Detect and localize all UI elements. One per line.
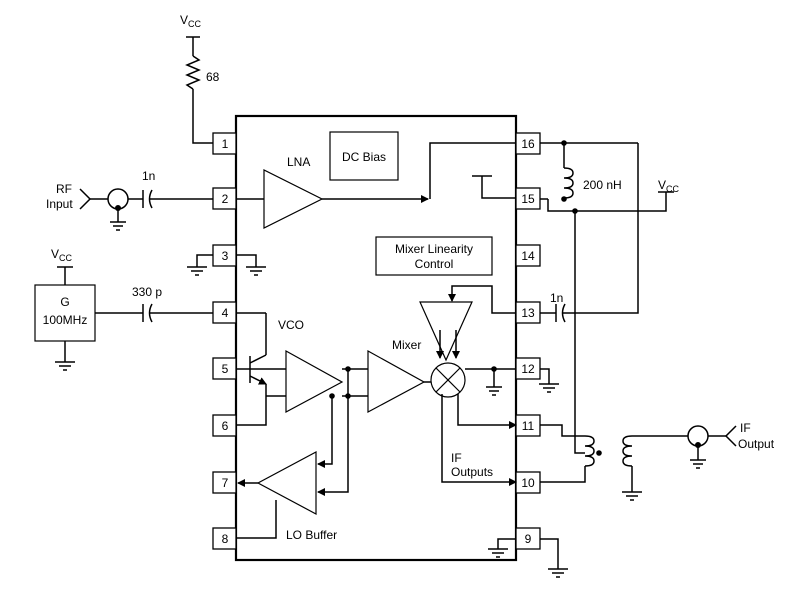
lo-buffer: LO Buffer	[236, 369, 349, 542]
dc-bias-block	[329, 131, 399, 181]
mixer-label: Mixer	[392, 338, 421, 352]
pin-number-5: 5	[222, 362, 229, 376]
signal-generator: VCC G 100MHz 330 p	[34, 247, 213, 371]
if-output-label: IF	[740, 421, 751, 435]
mixer-linearity-label: Mixer Linearity	[395, 242, 473, 256]
vcc-right-label: VCC	[658, 178, 680, 194]
pin-number-9: 9	[525, 532, 532, 546]
rf-input: RF Input 1n	[46, 169, 213, 231]
vcc-top-supply: VCC 68	[180, 13, 220, 144]
if-outputs-label: IF	[451, 451, 462, 465]
vco-label: VCO	[278, 318, 304, 332]
mixer-linearity-block	[375, 236, 493, 276]
inductor-200nh-value: 200 nH	[583, 178, 622, 192]
pin-number-13: 13	[521, 306, 535, 320]
if-outputs-label-2: Outputs	[451, 465, 493, 479]
generator-frequency: 100MHz	[43, 313, 88, 327]
ic-body	[234, 114, 518, 562]
pin-number-1: 1	[222, 137, 229, 151]
vco-transistor: VCO	[236, 312, 304, 426]
rf-input-label-2: Input	[46, 197, 73, 211]
resistor-68	[185, 55, 201, 90]
transformer-primary	[584, 435, 595, 467]
pin-number-2: 2	[222, 192, 229, 206]
pin-number-12: 12	[521, 362, 535, 376]
output-network: 200 nH VCC 1n IF Output	[540, 140, 775, 501]
pin-3-ground	[187, 254, 266, 276]
pin-number-6: 6	[222, 419, 229, 433]
pin-14	[515, 244, 541, 267]
pin-number-8: 8	[222, 532, 229, 546]
pin-number-14: 14	[521, 249, 535, 263]
pin-7	[212, 471, 237, 494]
rf-input-label: RF	[56, 182, 72, 196]
vcc-top-label: VCC	[180, 13, 202, 29]
pin-number-7: 7	[222, 476, 229, 490]
pin-number-10: 10	[521, 476, 535, 490]
mixer-linearity-label-2: Control	[415, 257, 454, 271]
resistor-68-value: 68	[206, 70, 220, 84]
pin-number-4: 4	[222, 306, 229, 320]
transformer-secondary	[622, 435, 633, 467]
mixer-symbol: Mixer	[392, 338, 466, 398]
vcc-gen-label: VCC	[51, 247, 73, 263]
right-pins	[515, 132, 541, 550]
if-output-label-2: Output	[738, 437, 775, 451]
inductor-200nh	[563, 167, 574, 199]
pin-number-3: 3	[222, 249, 229, 263]
pin-9-ground	[488, 538, 568, 578]
pin-number-16: 16	[521, 137, 535, 151]
dc-bias-label: DC Bias	[342, 150, 386, 164]
capacitor-1n-input-value: 1n	[142, 169, 155, 183]
pin-number-15: 15	[521, 192, 535, 206]
lo-buffer-label: LO Buffer	[286, 528, 337, 542]
capacitor-330p-value: 330 p	[132, 285, 162, 299]
pin-number-11: 11	[522, 419, 535, 433]
lna-label: LNA	[287, 155, 310, 169]
capacitor-1n-output-value: 1n	[550, 291, 563, 305]
generator-label: G	[60, 295, 69, 309]
lna-amplifier: LNA	[236, 142, 516, 229]
mixer-bias-amplifier	[419, 285, 516, 362]
vco-amplifier	[250, 349, 344, 414]
